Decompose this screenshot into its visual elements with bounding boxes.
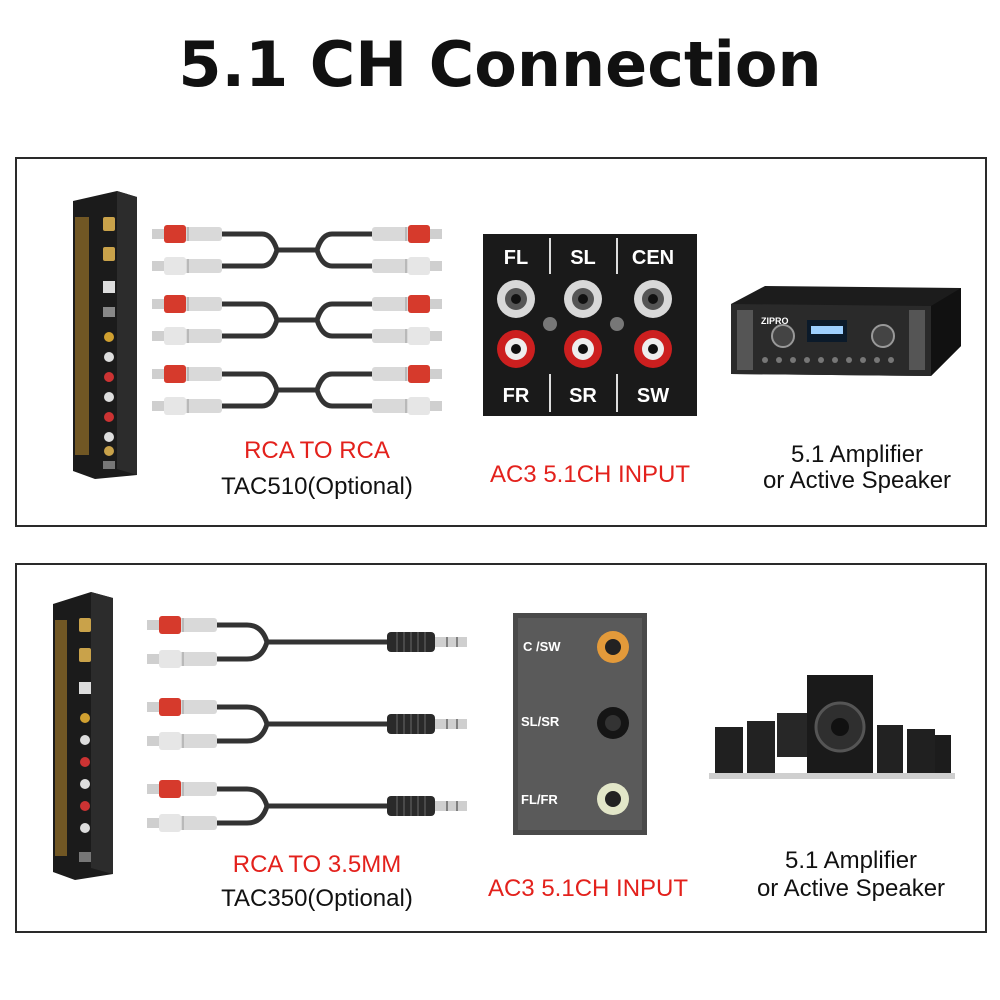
rca-to-35mm-cables xyxy=(147,616,467,832)
cable-model-label: TAC510(Optional) xyxy=(221,473,413,500)
jack-label-flfr: FL/FR xyxy=(521,792,558,807)
jack-label-sw: SW xyxy=(637,385,669,407)
amplifier-label-line2: or Active Speaker xyxy=(762,467,952,494)
cable-model-label: TAC350(Optional) xyxy=(221,885,413,912)
jack-label-sl: SL xyxy=(570,247,596,269)
input-type-label: AC3 5.1CH INPUT xyxy=(489,461,691,488)
jack-label-fl: FL xyxy=(504,247,528,269)
amplifier-label-line2: or Active Speaker xyxy=(756,875,946,902)
ac3-input-jack-panel: C /SW SL/SR FL/FR xyxy=(513,613,647,835)
jack-label-cen: CEN xyxy=(632,247,674,269)
input-type-label: AC3 5.1CH INPUT xyxy=(487,875,689,902)
speaker-system-image xyxy=(709,675,955,779)
rca-jack-white xyxy=(497,280,672,318)
jack-label-sr: SR xyxy=(569,385,597,407)
jack-label-fr: FR xyxy=(503,385,530,407)
connection-panel-35mm: RCA TO 3.5MM TAC350(Optional) C /SW SL/S… xyxy=(15,563,987,933)
amplifier-label-line1: 5.1 Amplifier xyxy=(784,847,918,874)
ac3-input-jack-panel: FL SL CEN FR SR SW xyxy=(483,234,697,416)
rca-jack-red xyxy=(497,330,672,368)
connection-panel-rca: RCA TO RCA TAC510(Optional) FL SL CEN FR… xyxy=(15,157,987,527)
page-title: 5.1 CH Connection xyxy=(178,28,822,101)
cable-type-label: RCA TO RCA xyxy=(244,437,390,464)
cable-type-label: RCA TO 3.5MM xyxy=(232,851,402,878)
amplifier-image: ZIPRO xyxy=(731,286,961,376)
decoder-device-image xyxy=(73,191,137,479)
decoder-device-image xyxy=(53,592,113,880)
jack-label-slsr: SL/SR xyxy=(521,714,560,729)
amplifier-brand-text: ZIPRO xyxy=(761,316,789,326)
jack-label-csw: C /SW xyxy=(523,639,561,654)
amplifier-label-line1: 5.1 Amplifier xyxy=(790,441,924,468)
rca-to-rca-cables xyxy=(152,225,442,415)
